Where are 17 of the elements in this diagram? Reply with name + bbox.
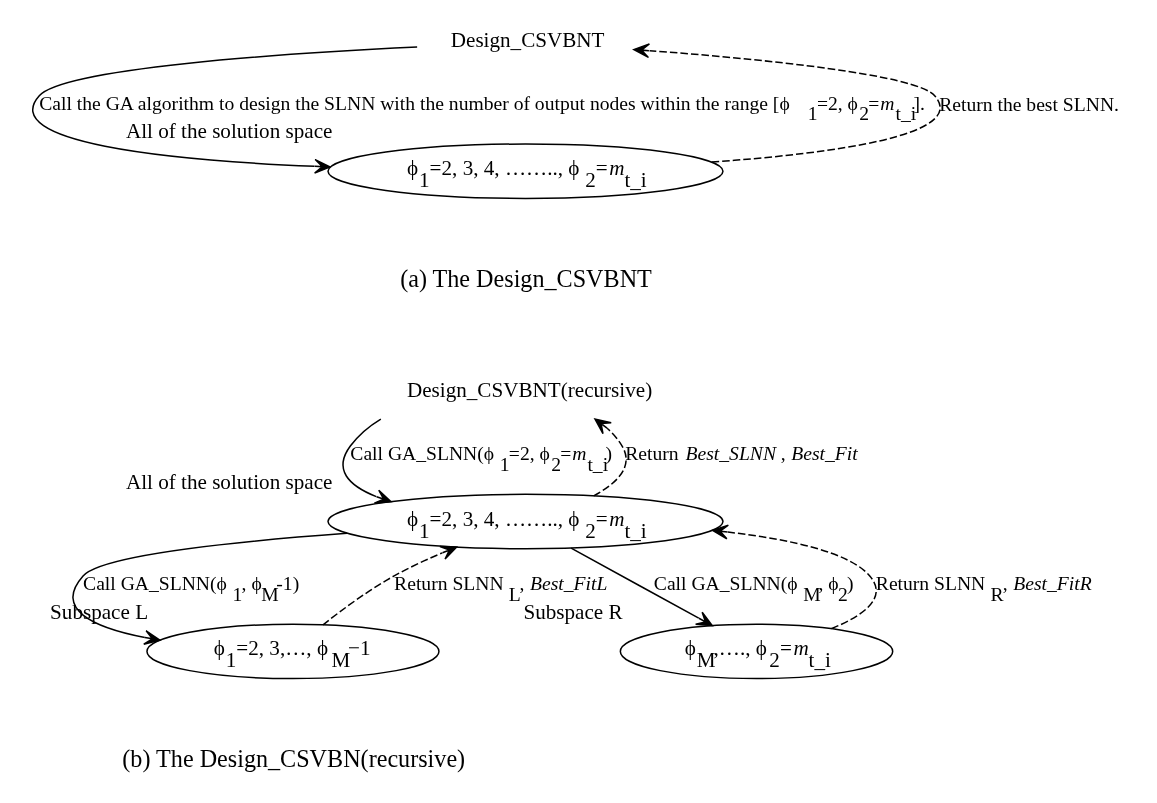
node-text: Design_CSVBNT(recursive): [406, 378, 653, 403]
node-text: Design_CSVBNT: [450, 27, 605, 52]
arrow: [32, 46, 418, 174]
label: (b) The Design_CSVBN(recursive): [122, 745, 466, 773]
label: (a) The Design_CSVBNT: [400, 265, 652, 293]
node-label: All of the solution space: [125, 119, 333, 144]
edge-label: Return Best_SLNN, Best_Fit: [625, 443, 858, 465]
arrow: [711, 524, 877, 630]
node-label: Subspace R: [523, 599, 623, 624]
arrow: [633, 43, 941, 163]
arrow: [72, 532, 348, 645]
arrow: [592, 418, 627, 497]
edge-label: Return the best SLNN.: [939, 94, 1119, 116]
arrow: [342, 418, 392, 504]
arrow: [570, 547, 713, 627]
arrow: [322, 545, 458, 626]
node-label: All of the solution space: [125, 469, 333, 494]
